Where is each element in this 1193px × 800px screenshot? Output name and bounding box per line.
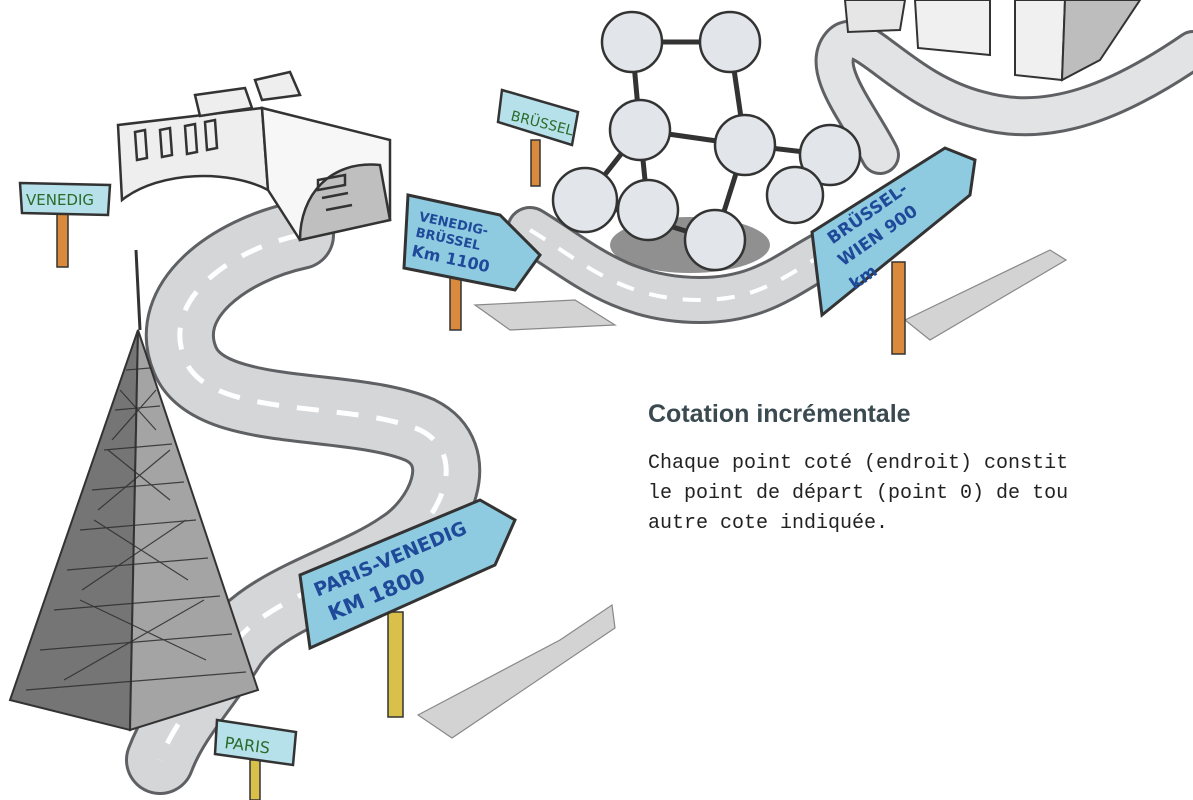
sign-venedig-bruessel: VENEDIG- BRÜSSEL Km 1100 (402, 193, 542, 292)
body-paragraph: Chaque point coté (endroit) constit le p… (648, 449, 1193, 539)
page-heading: Cotation incrémentale (648, 400, 911, 428)
atomium (551, 10, 862, 273)
venice-bridge (116, 70, 392, 242)
sign-bruessel: BRÜSSEL (496, 88, 580, 147)
sign-venedig-label: VENEDIG (26, 191, 94, 209)
body-line: Chaque point coté (endroit) constit (648, 452, 1069, 475)
sign-paris: PARIS (213, 718, 298, 767)
body-line: autre cote indiquée. (648, 512, 889, 535)
body-line: le point de départ (point 0) de tou (648, 482, 1069, 505)
eiffel-tower (8, 249, 260, 732)
sign-shadows (416, 249, 1068, 739)
vienna-building (843, 0, 1142, 82)
sign-venedig: VENEDIG (18, 181, 112, 217)
